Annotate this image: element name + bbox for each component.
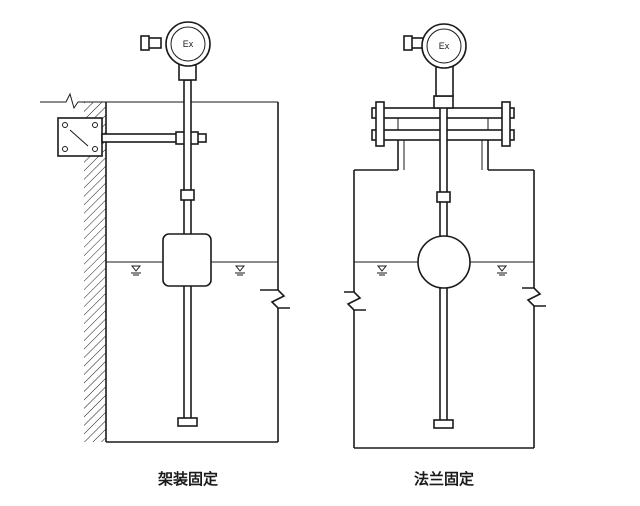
wall-bracket-plate xyxy=(57,117,103,157)
explosion-proof-label: Ex xyxy=(439,41,450,51)
bracket-mount-caption: 架装固定 xyxy=(157,470,218,488)
transmitter-cover xyxy=(170,26,206,62)
cable-gland-nut xyxy=(140,35,150,51)
flange-bolt-right xyxy=(501,101,511,147)
bracket-arm xyxy=(101,133,207,143)
rod-joint xyxy=(436,191,451,203)
transmitter-housing xyxy=(421,23,467,69)
flange-mount-diagram: Ex 法兰固定 xyxy=(344,23,546,488)
mounting-nut xyxy=(433,95,454,109)
flange-bolt-left xyxy=(375,101,385,147)
cable-gland-nut xyxy=(403,35,413,51)
spherical-float xyxy=(417,235,471,289)
level-symbol xyxy=(130,265,142,276)
bracket-bolt xyxy=(62,122,68,128)
level-symbol xyxy=(234,265,246,276)
bracket-bolt xyxy=(92,122,98,128)
wall-hatching xyxy=(84,102,106,442)
level-symbol xyxy=(376,265,388,276)
explosion-proof-label: Ex xyxy=(183,39,194,49)
ground-line xyxy=(40,92,278,110)
cylindrical-float xyxy=(162,233,212,287)
tank-right-wall-break xyxy=(260,289,290,309)
rod-joint xyxy=(180,189,195,201)
transmitter-cover xyxy=(426,28,462,64)
bracket-mount-diagram: Ex 架装固定 xyxy=(40,21,290,488)
tank-right-wall-break xyxy=(522,287,546,307)
tank-left-wall-break xyxy=(344,291,366,311)
rod-end-stop xyxy=(433,419,454,429)
rod-end-stop xyxy=(177,417,198,427)
bracket-bolt xyxy=(62,146,68,152)
transmitter-neck xyxy=(435,65,454,97)
transmitter-housing xyxy=(165,21,211,67)
bracket-bolt xyxy=(92,146,98,152)
level-symbol xyxy=(496,265,508,276)
flange-mount-caption: 法兰固定 xyxy=(414,470,474,488)
bracket-strut xyxy=(69,129,89,147)
